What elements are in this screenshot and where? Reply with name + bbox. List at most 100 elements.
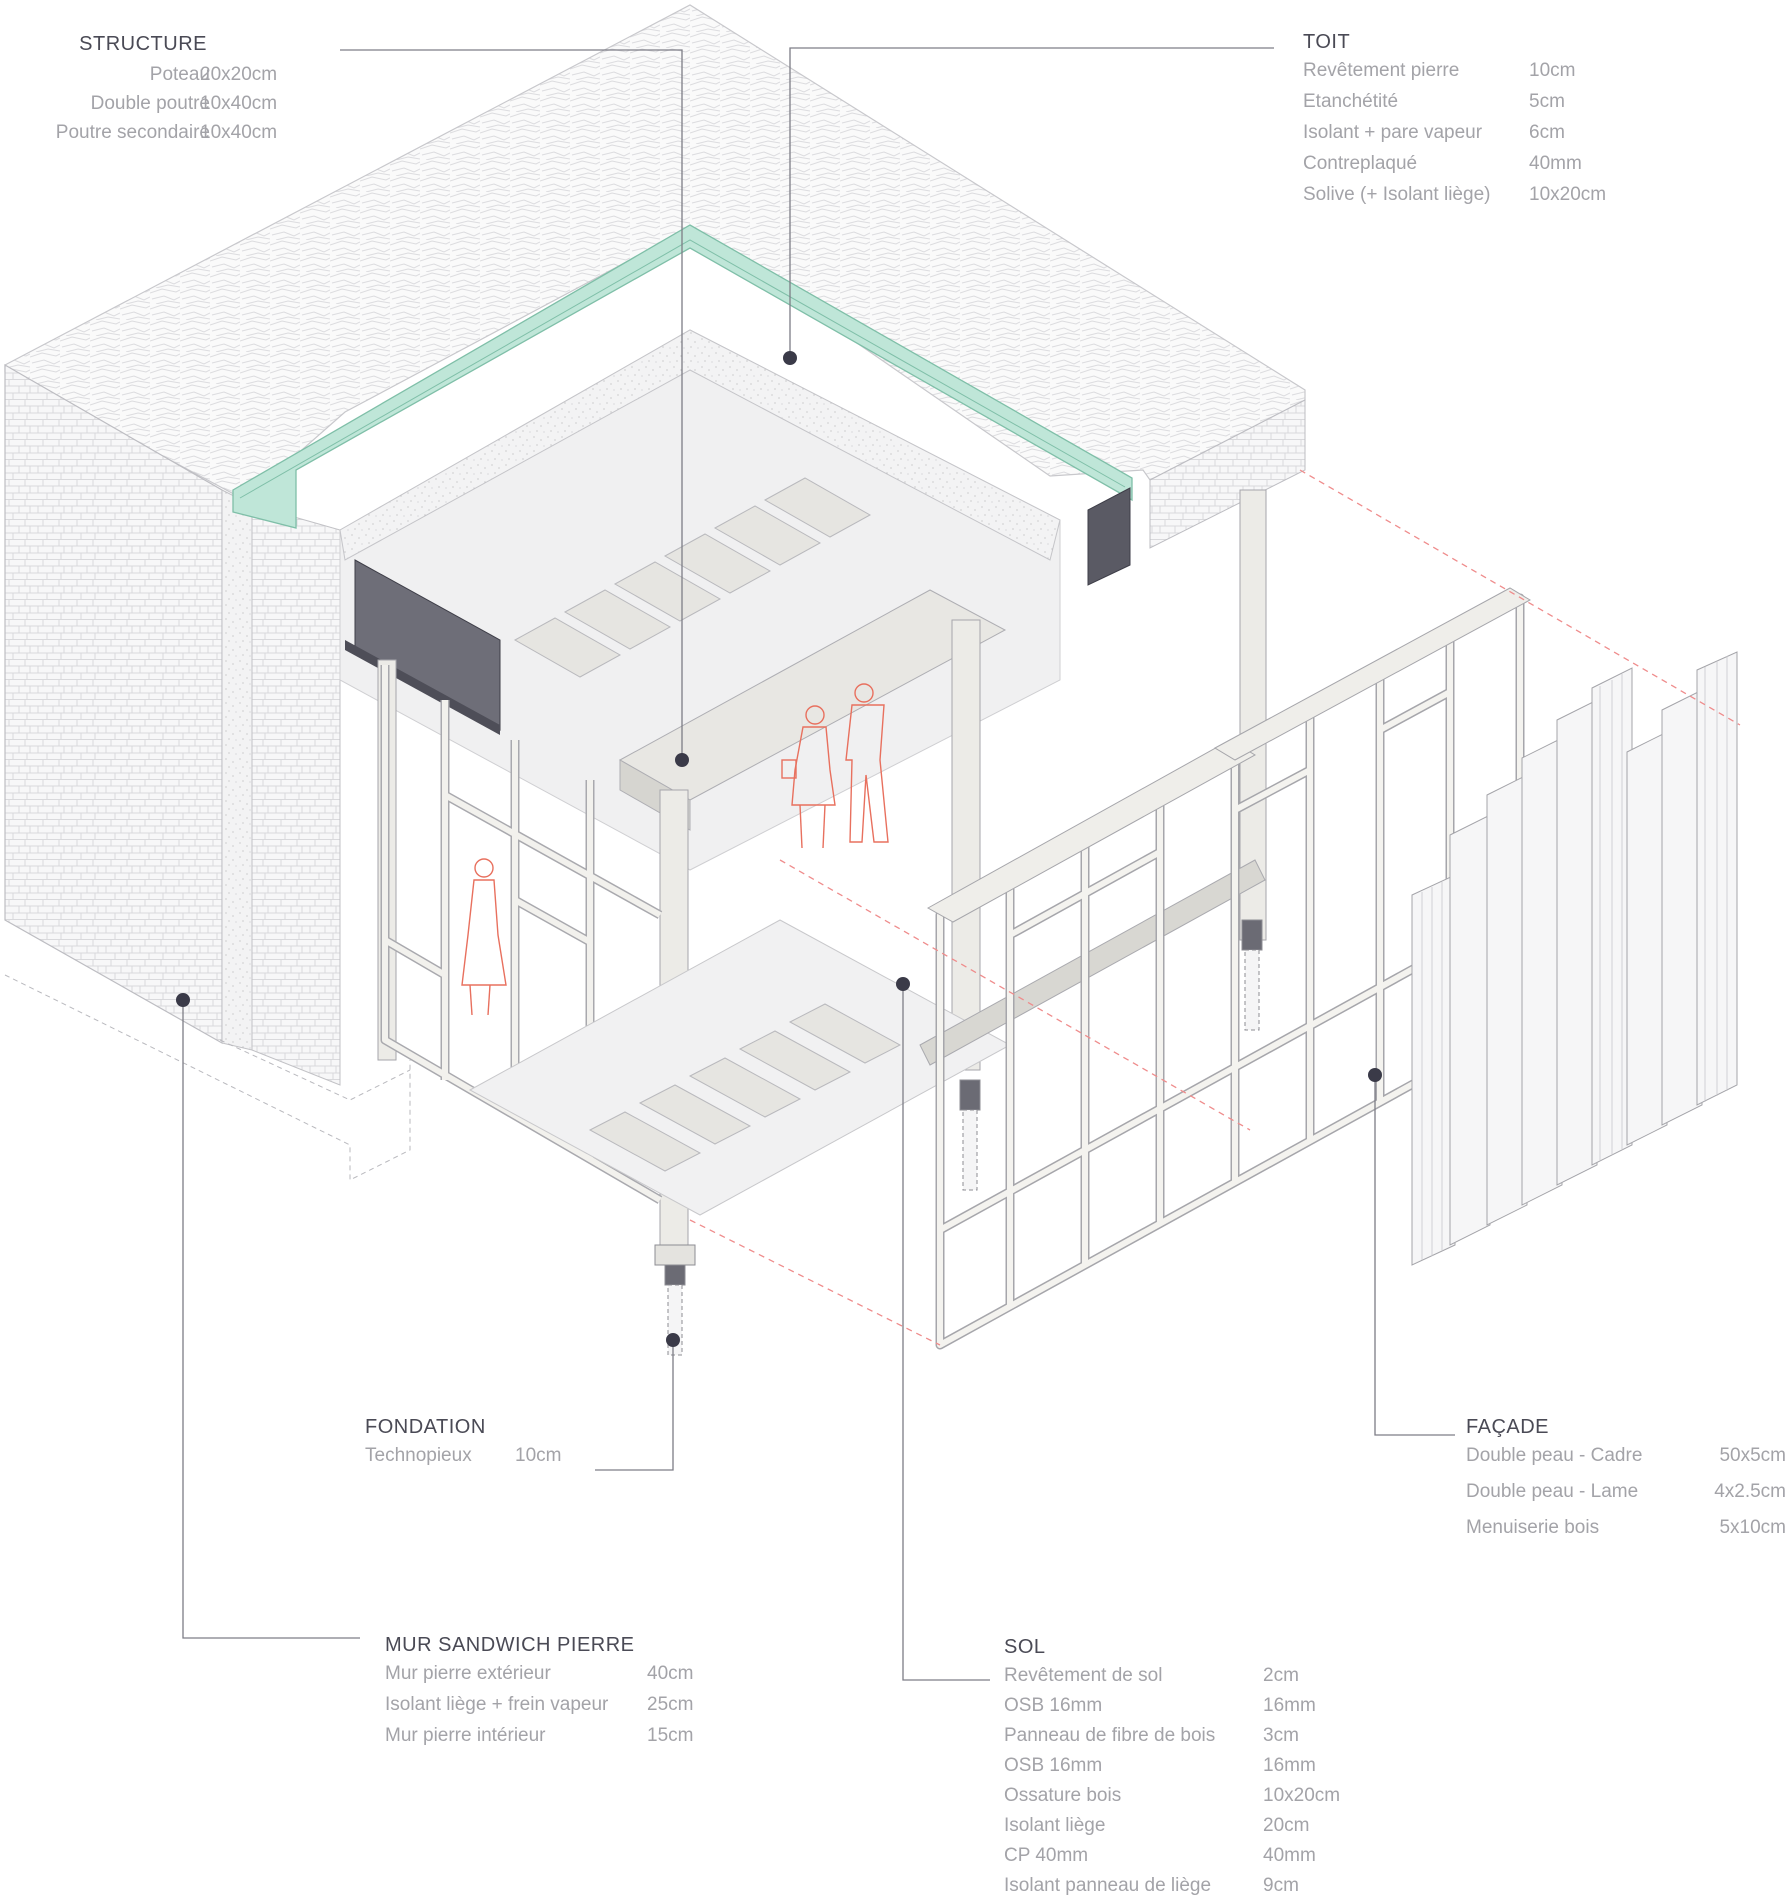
mur-row: Isolant liège + frein vapeur 25cm bbox=[385, 1693, 725, 1724]
facade-row: Double peau - Cadre 50x5cm bbox=[1466, 1444, 1786, 1480]
facade-row-label: Double peau - Cadre bbox=[1466, 1445, 1643, 1466]
toit-row-label: Revêtement pierre bbox=[1303, 60, 1460, 81]
structure-row-label: Double poutre bbox=[90, 93, 210, 114]
structure-row-label: Poteau bbox=[149, 64, 210, 85]
toit-row: Isolant + pare vapeur 6cm bbox=[1303, 121, 1633, 152]
callout-mur-title: MUR SANDWICH PIERRE bbox=[385, 1634, 635, 1656]
callout-toit-title: TOIT bbox=[1303, 31, 1351, 53]
toit-row: Contreplaqué 40mm bbox=[1303, 152, 1633, 183]
facade-row: Double peau - Lame 4x2.5cm bbox=[1466, 1480, 1786, 1516]
facade-row-label: Double peau - Lame bbox=[1466, 1481, 1639, 1502]
toit-row-value: 40mm bbox=[1529, 153, 1582, 174]
sol-row-value: 40mm bbox=[1263, 1845, 1316, 1866]
sol-row: Isolant liège 20cm bbox=[1004, 1814, 1364, 1844]
callout-fondation-title: FONDATION bbox=[365, 1416, 486, 1438]
person-figure-icon bbox=[461, 858, 507, 1016]
sol-row-label: OSB 16mm bbox=[1004, 1695, 1103, 1716]
fondation-row: Technopieux 10cm bbox=[365, 1444, 625, 1474]
facade-row-value: 5x10cm bbox=[1719, 1517, 1786, 1538]
toit-row-value: 10cm bbox=[1529, 60, 1576, 81]
sol-row: OSB 16mm 16mm bbox=[1004, 1754, 1364, 1784]
mur-row-label: Mur pierre extérieur bbox=[385, 1663, 551, 1684]
projection-lines bbox=[689, 469, 1741, 1346]
leader-dot-icon bbox=[176, 351, 1382, 1347]
facade-top-cap bbox=[926, 739, 1257, 923]
sol-row-value: 9cm bbox=[1263, 1875, 1299, 1896]
sol-row: CP 40mm 40mm bbox=[1004, 1844, 1364, 1874]
mur-row-label: Isolant liège + frein vapeur bbox=[385, 1694, 609, 1715]
facade-row-label: Menuiserie bois bbox=[1466, 1517, 1600, 1538]
callout-fondation: FONDATION Technopieux 10cm bbox=[365, 1415, 625, 1474]
steel-plate-right bbox=[1087, 487, 1131, 586]
sol-row-label: CP 40mm bbox=[1004, 1845, 1089, 1866]
facade-row: Menuiserie bois 5x10cm bbox=[1466, 1516, 1786, 1552]
foundation-outline bbox=[4, 974, 411, 1181]
person-figure-icon-2 bbox=[781, 705, 836, 849]
mur-row-value: 40cm bbox=[647, 1663, 694, 1684]
toit-row-label: Isolant + pare vapeur bbox=[1303, 122, 1483, 143]
sol-row-label: Panneau de fibre de bois bbox=[1004, 1725, 1216, 1746]
sol-row-value: 20cm bbox=[1263, 1815, 1310, 1836]
sol-row-label: Revêtement de sol bbox=[1004, 1665, 1163, 1686]
mur-row: Mur pierre intérieur 15cm bbox=[385, 1724, 725, 1755]
structure-row-value: 10x40cm bbox=[200, 93, 278, 114]
sol-row-label: OSB 16mm bbox=[1004, 1755, 1103, 1776]
callout-sol-title: SOL bbox=[1004, 1636, 1046, 1658]
fondation-row-value: 10cm bbox=[515, 1445, 562, 1466]
facade-slat-lines bbox=[1421, 656, 1728, 1260]
fondation-row-label: Technopieux bbox=[365, 1445, 472, 1466]
mur-row: Mur pierre extérieur 40cm bbox=[385, 1662, 725, 1693]
toit-row-label: Contreplaqué bbox=[1303, 153, 1418, 174]
sol-row-value: 16mm bbox=[1263, 1755, 1316, 1776]
facade-slats bbox=[1411, 651, 1738, 1266]
left-frame-wall-fill bbox=[382, 665, 662, 1203]
sol-row-label: Isolant liège bbox=[1004, 1815, 1106, 1836]
toit-row-value: 10x20cm bbox=[1529, 184, 1607, 205]
roof-membrane-line bbox=[239, 239, 1126, 499]
toit-row: Solive (+ Isolant liège) 10x20cm bbox=[1303, 183, 1633, 223]
callout-facade: FAÇADE Double peau - Cadre 50x5cm Double … bbox=[1466, 1415, 1786, 1552]
mur-row-value: 15cm bbox=[647, 1725, 694, 1746]
roof-membrane-edge bbox=[232, 224, 1133, 529]
toit-row-label: Solive (+ Isolant liège) bbox=[1303, 184, 1491, 205]
sol-row: OSB 16mm 16mm bbox=[1004, 1694, 1364, 1724]
structure-row-label: Poutre secondaire bbox=[55, 122, 210, 143]
callout-sol: SOL Revêtement de sol 2cm OSB 16mm 16mm Pa… bbox=[1004, 1635, 1364, 1904]
facade-row-value: 50x5cm bbox=[1719, 1445, 1786, 1466]
mur-row-label: Mur pierre intérieur bbox=[385, 1725, 546, 1746]
sol-row: Panneau de fibre de bois 3cm bbox=[1004, 1724, 1364, 1754]
toit-row: Revêtement pierre 10cm bbox=[1303, 59, 1633, 90]
leader-lines bbox=[182, 47, 1455, 1681]
floor-joists bbox=[588, 1003, 902, 1172]
mur-row-value: 25cm bbox=[647, 1694, 694, 1715]
sol-row-value: 3cm bbox=[1263, 1725, 1299, 1746]
stone-roof-right-face bbox=[1149, 399, 1306, 549]
sol-row-value: 2cm bbox=[1263, 1665, 1299, 1686]
foundation-outline-2 bbox=[219, 1039, 411, 1101]
sol-row-label: Ossature bois bbox=[1004, 1785, 1122, 1806]
facade-top-cap-2 bbox=[1213, 587, 1532, 761]
toit-row-value: 5cm bbox=[1529, 91, 1565, 112]
callout-facade-title: FAÇADE bbox=[1466, 1416, 1550, 1438]
sol-row-value: 10x20cm bbox=[1263, 1785, 1341, 1806]
wall-insulation-core bbox=[221, 489, 253, 1051]
structure-row-value: 20x20cm bbox=[200, 64, 278, 85]
sol-row: Revêtement de sol 2cm bbox=[1004, 1664, 1364, 1694]
roof-slab-underside bbox=[339, 329, 1061, 561]
callout-mur-sandwich: MUR SANDWICH PIERRE Mur pierre extérieur… bbox=[385, 1633, 725, 1755]
sol-row-value: 16mm bbox=[1263, 1695, 1316, 1716]
person-figure-icon-3 bbox=[845, 683, 889, 843]
structure-row-value: 10x40cm bbox=[200, 122, 278, 143]
facade-row-value: 4x2.5cm bbox=[1714, 1481, 1786, 1502]
inner-stone-wall bbox=[251, 504, 341, 1086]
callout-structure-title: STRUCTURE bbox=[79, 33, 207, 55]
toit-row-value: 6cm bbox=[1529, 122, 1565, 143]
